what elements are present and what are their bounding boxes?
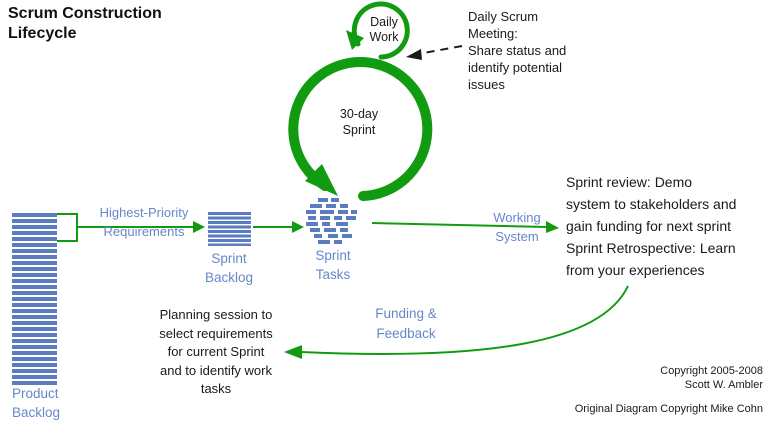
sprint-loop-arrowhead-icon (305, 164, 338, 196)
sprint-review-note: Sprint review: Demo system to stakeholde… (566, 174, 737, 278)
copyright-ambler: Copyright 2005-2008 Scott W. Ambler (660, 365, 763, 391)
daily-scrum-dashed-connector (417, 45, 463, 55)
highest-priority-bracket (57, 213, 78, 242)
sprint-backlog-icon (208, 212, 251, 246)
arrowhead-icon (193, 221, 205, 233)
product-backlog-label: Product Backlog (12, 386, 61, 420)
arrowhead-icon (284, 345, 302, 359)
thirty-day-sprint-label: 30-day Sprint (339, 107, 379, 137)
dashed-arrowhead-icon (406, 49, 422, 60)
working-system-flow-label: Working System (493, 210, 541, 244)
highest-priority-flow-label: Highest-Priority Requirements (99, 205, 189, 239)
arrow-tasks-to-working-system (371, 222, 548, 228)
planning-session-note: Planning session to select requirements … (159, 307, 273, 396)
arrowhead-icon (292, 221, 304, 233)
daily-scrum-note: Daily Scrum Meeting: Share status and id… (468, 9, 567, 92)
copyright-cohn: Original Diagram Copyright Mike Cohn (574, 403, 763, 415)
sprint-loop-arc (288, 57, 433, 201)
daily-work-label: Daily Work (369, 15, 399, 44)
daily-work-arrowhead-icon (346, 30, 364, 50)
funding-feedback-flow-label: Funding & Feedback (375, 306, 437, 341)
daily-work-loop-arc (351, 1, 410, 60)
funding-feedback-curve (300, 285, 629, 355)
arrowhead-icon (546, 221, 559, 233)
sprint-backlog-label: Sprint Backlog (204, 251, 254, 285)
sprint-tasks-label: Sprint Tasks (315, 248, 351, 282)
page-title: Scrum Construction Lifecycle (8, 5, 162, 42)
product-backlog-icon (12, 213, 57, 385)
sprint-tasks-icon (306, 198, 357, 244)
